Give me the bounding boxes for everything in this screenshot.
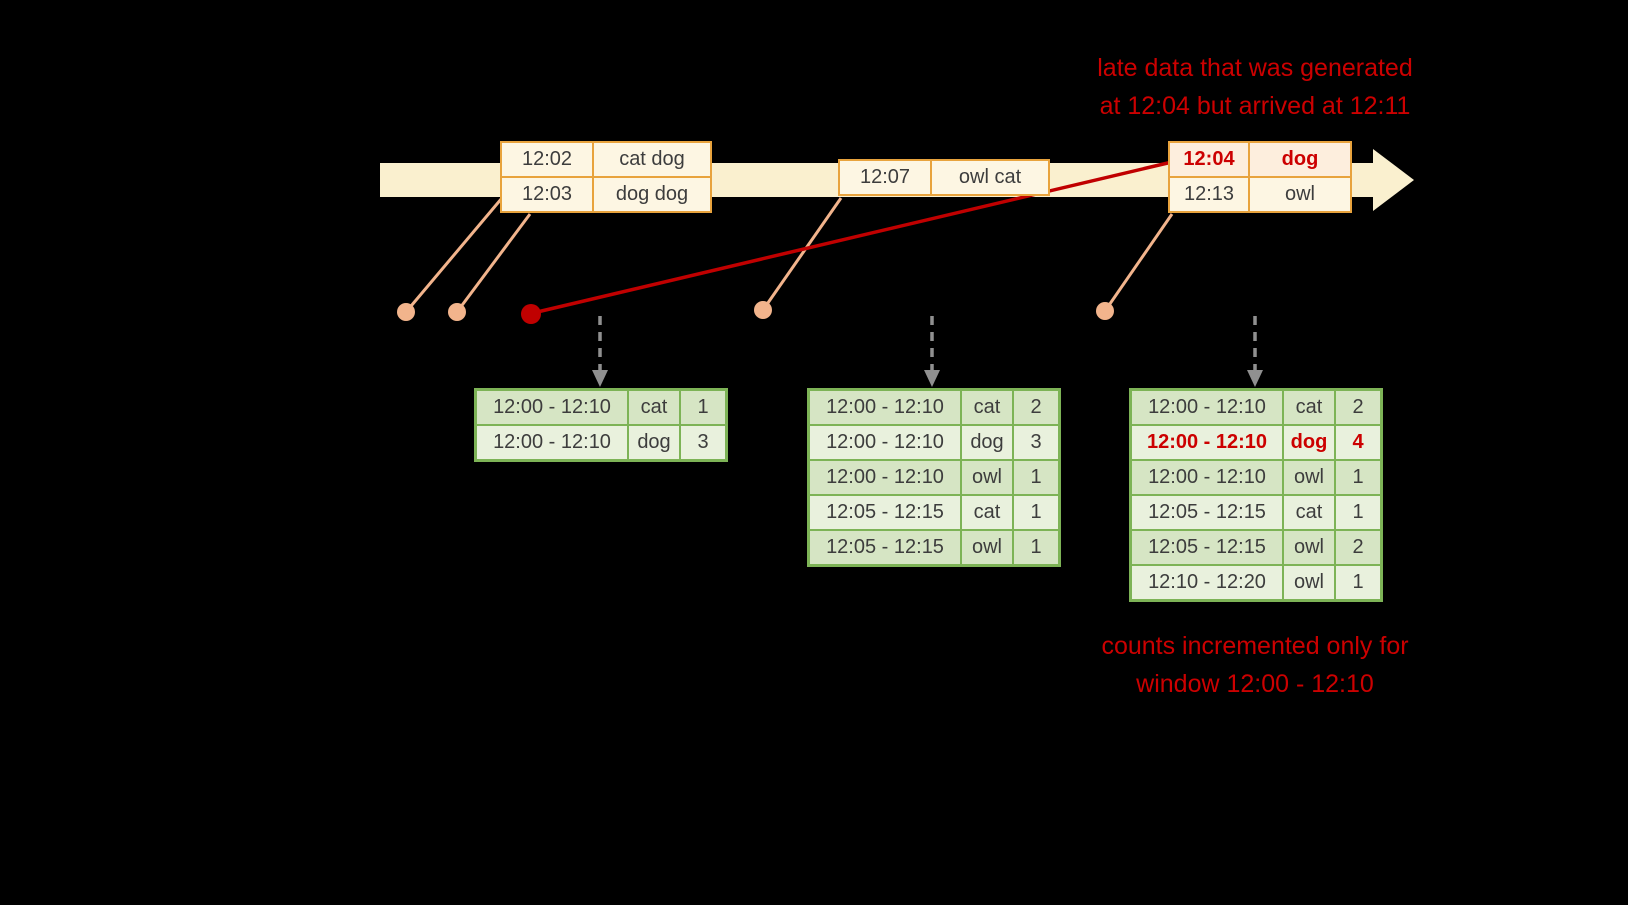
count-cell: 3 bbox=[1012, 424, 1061, 461]
table-row: 12:00 - 12:10 owl 1 bbox=[807, 459, 1061, 496]
event-dot bbox=[754, 301, 772, 319]
count-cell: 1 bbox=[1334, 494, 1383, 531]
table-row: 12:07 owl cat bbox=[838, 159, 1050, 196]
count-cell: 1 bbox=[679, 388, 728, 426]
word-cell: cat bbox=[1282, 388, 1336, 426]
late-data-annotation: late data that was generated at 12:04 bu… bbox=[1040, 50, 1470, 125]
table-row: 12:00 - 12:10 dog 3 bbox=[807, 424, 1061, 461]
window-cell: 12:00 - 12:10 bbox=[807, 388, 962, 426]
word-cell: dog bbox=[627, 424, 681, 462]
count-cell: 1 bbox=[1012, 494, 1061, 531]
table-row: 12:05 - 12:15 cat 1 bbox=[807, 494, 1061, 531]
table-row: 12:00 - 12:10 cat 2 bbox=[807, 388, 1061, 426]
timeline-arrow-head bbox=[1373, 149, 1414, 211]
event-words-cell: owl cat bbox=[930, 159, 1050, 196]
event-dot bbox=[448, 303, 466, 321]
table-row: 12:00 - 12:10 cat 1 bbox=[474, 388, 728, 426]
event-words-cell: dog dog bbox=[592, 176, 712, 213]
table-row: 12:02 cat dog bbox=[500, 141, 712, 178]
event-table-1202: 12:02 cat dog 12:03 dog dog bbox=[500, 141, 712, 213]
updated-late-row: 12:00 - 12:10 dog 4 bbox=[1129, 424, 1383, 461]
count-cell: 2 bbox=[1334, 388, 1383, 426]
late-event-row: 12:04 dog bbox=[1168, 141, 1352, 178]
window-cell: 12:00 - 12:10 bbox=[807, 459, 962, 496]
late-data-connector-line bbox=[532, 160, 1173, 315]
word-cell: cat bbox=[627, 388, 681, 426]
table-row: 12:00 - 12:10 owl 1 bbox=[1129, 459, 1383, 496]
late-data-annotation-line1: late data that was generated bbox=[1097, 54, 1413, 82]
word-cell: owl bbox=[1282, 459, 1336, 496]
event-time-cell: 12:02 bbox=[500, 141, 594, 178]
window-cell: 12:10 - 12:20 bbox=[1129, 564, 1284, 602]
count-cell: 2 bbox=[1012, 388, 1061, 426]
window-cell: 12:00 - 12:10 bbox=[474, 424, 629, 462]
word-cell: dog bbox=[1282, 424, 1336, 461]
count-cell: 2 bbox=[1334, 529, 1383, 566]
table-row: 12:05 - 12:15 cat 1 bbox=[1129, 494, 1383, 531]
table-row: 12:03 dog dog bbox=[500, 176, 712, 213]
count-cell: 4 bbox=[1334, 424, 1383, 461]
late-event-dot bbox=[521, 304, 541, 324]
event-connector-line bbox=[455, 213, 532, 313]
window-cell: 12:00 - 12:10 bbox=[807, 424, 962, 461]
result-table-2: 12:00 - 12:10 cat 2 12:00 - 12:10 dog 3 … bbox=[807, 388, 1061, 567]
counts-annotation-line1: counts incremented only for bbox=[1101, 632, 1409, 660]
counts-incremented-annotation: counts incremented only for window 12:00… bbox=[1040, 628, 1470, 703]
event-connector-line bbox=[761, 197, 843, 311]
event-time-cell: 12:07 bbox=[838, 159, 932, 196]
event-time-cell: 12:04 bbox=[1168, 141, 1250, 178]
event-connector-line bbox=[1103, 213, 1174, 312]
count-cell: 1 bbox=[1334, 564, 1383, 602]
table-row: 12:05 - 12:15 owl 2 bbox=[1129, 529, 1383, 566]
word-cell: cat bbox=[1282, 494, 1336, 531]
window-cell: 12:05 - 12:15 bbox=[807, 529, 962, 567]
window-cell: 12:00 - 12:10 bbox=[474, 388, 629, 426]
trigger-arrow bbox=[1247, 316, 1263, 387]
window-cell: 12:05 - 12:15 bbox=[1129, 529, 1284, 566]
window-cell: 12:05 - 12:15 bbox=[1129, 494, 1284, 531]
event-table-1207: 12:07 owl cat bbox=[838, 159, 1050, 196]
event-connector-line bbox=[404, 197, 504, 313]
late-data-annotation-line2: at 12:04 but arrived at 12:11 bbox=[1099, 91, 1411, 120]
table-row: 12:00 - 12:10 dog 3 bbox=[474, 424, 728, 462]
count-cell: 1 bbox=[1012, 459, 1061, 496]
table-row: 12:00 - 12:10 cat 2 bbox=[1129, 388, 1383, 426]
event-time-cell: 12:13 bbox=[1168, 176, 1250, 213]
word-cell: owl bbox=[960, 529, 1014, 567]
word-cell: cat bbox=[960, 388, 1014, 426]
count-cell: 1 bbox=[1012, 529, 1061, 567]
event-table-1204: 12:04 dog 12:13 owl bbox=[1168, 141, 1352, 213]
counts-annotation-line2: window 12:00 - 12:10 bbox=[1136, 669, 1374, 698]
result-table-1: 12:00 - 12:10 cat 1 12:00 - 12:10 dog 3 bbox=[474, 388, 728, 462]
count-cell: 3 bbox=[679, 424, 728, 462]
window-cell: 12:00 - 12:10 bbox=[1129, 424, 1284, 461]
event-words-cell: dog bbox=[1248, 141, 1352, 178]
word-cell: cat bbox=[960, 494, 1014, 531]
table-row: 12:05 - 12:15 owl 1 bbox=[807, 529, 1061, 567]
event-words-cell: owl bbox=[1248, 176, 1352, 213]
event-time-cell: 12:03 bbox=[500, 176, 594, 213]
event-words-cell: cat dog bbox=[592, 141, 712, 178]
trigger-arrow bbox=[924, 316, 940, 387]
table-row: 12:10 - 12:20 owl 1 bbox=[1129, 564, 1383, 602]
table-row: 12:13 owl bbox=[1168, 176, 1352, 213]
window-cell: 12:00 - 12:10 bbox=[1129, 459, 1284, 496]
trigger-arrow bbox=[592, 316, 608, 387]
count-cell: 1 bbox=[1334, 459, 1383, 496]
word-cell: owl bbox=[1282, 564, 1336, 602]
result-table-3: 12:00 - 12:10 cat 2 12:00 - 12:10 dog 4 … bbox=[1129, 388, 1383, 602]
event-dot bbox=[1096, 302, 1114, 320]
window-cell: 12:00 - 12:10 bbox=[1129, 388, 1284, 426]
window-cell: 12:05 - 12:15 bbox=[807, 494, 962, 531]
word-cell: owl bbox=[960, 459, 1014, 496]
word-cell: owl bbox=[1282, 529, 1336, 566]
word-cell: dog bbox=[960, 424, 1014, 461]
event-dot bbox=[397, 303, 415, 321]
